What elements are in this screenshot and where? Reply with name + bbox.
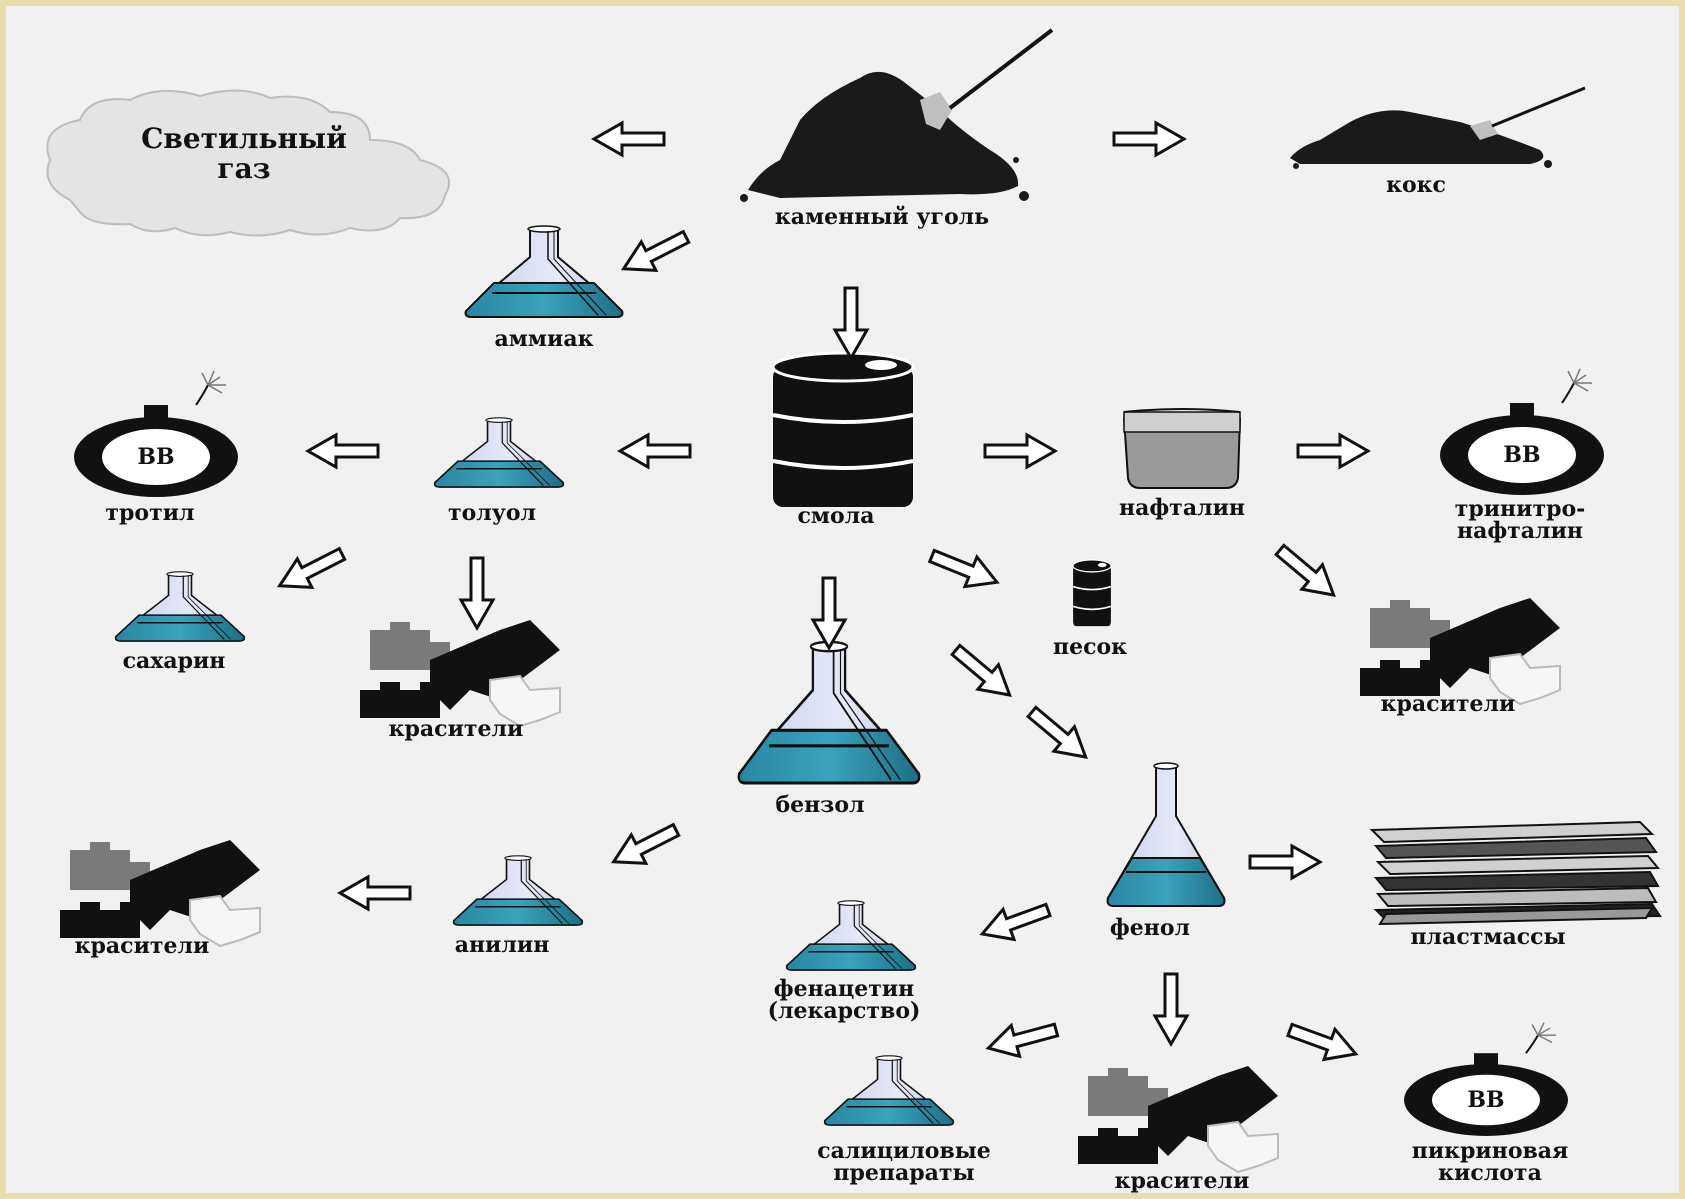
- coal-pile-icon: [740, 28, 1054, 202]
- dyes-icon-naphthalene: [1359, 597, 1561, 705]
- label-gas-line1: Светильный: [141, 122, 347, 155]
- label-phenacetin-line2: (лекарство): [767, 998, 921, 1024]
- label-salicyl-line1: салициловые: [817, 1138, 991, 1164]
- dyes-icon-phenol: [1077, 1065, 1279, 1173]
- tar-barrel-icon: [771, 351, 915, 509]
- bomb-icon-picric: [1403, 1021, 1569, 1137]
- label-aniline: анилин: [454, 932, 550, 958]
- flask-icon-saccharin: [114, 571, 246, 642]
- label-naphthalene: нафталин: [1118, 495, 1246, 521]
- label-phenacetin-line1: фенацетин: [773, 976, 915, 1002]
- plastic-stack-icon: [1369, 820, 1662, 926]
- bomb-icon-trinitronaphthalene: [1439, 368, 1605, 496]
- sand-barrel-icon: [1072, 559, 1112, 627]
- label-tnn-line2: нафталин: [1456, 518, 1584, 544]
- bomb-text-tnt: ВВ: [137, 444, 175, 470]
- label-dyes-phenol: красители: [1114, 1168, 1250, 1194]
- label-gas-line2: газ: [217, 152, 271, 185]
- label-ammonia: аммиак: [494, 326, 594, 352]
- label-dyes-aniline: красители: [74, 933, 210, 959]
- bomb-text-trinitronaphthalene: ВВ: [1503, 442, 1541, 468]
- flask-icon-aniline: [452, 855, 584, 926]
- label-tnn-line1: тринитро-: [1454, 496, 1586, 522]
- label-toluene: толуол: [447, 500, 537, 526]
- label-phenacetin: фенацетин (лекарство): [768, 978, 921, 1022]
- label-trinitronaphthalene: тринитро- нафталин: [1455, 498, 1586, 542]
- label-phenol: фенол: [1109, 915, 1191, 941]
- flask-icon-salicyl: [823, 1055, 955, 1126]
- label-dyes-naphthalene: красители: [1380, 691, 1516, 717]
- label-plastics: пластмассы: [1410, 924, 1566, 950]
- flask-icon-ammonia: [464, 225, 624, 318]
- label-salicyl-line2: препараты: [833, 1160, 975, 1186]
- label-tar: смола: [797, 503, 875, 529]
- flask-icon-phenacetin: [785, 900, 917, 971]
- label-coal: каменный уголь: [774, 204, 990, 230]
- label-coke: кокс: [1386, 172, 1446, 198]
- arrow-icon: [270, 121, 1370, 1071]
- label-picric-line1: пикриновая: [1411, 1138, 1569, 1164]
- dyes-icon-toluene: [359, 619, 561, 727]
- label-saccharin: сахарин: [122, 648, 226, 674]
- label-dyes-toluene: красители: [388, 716, 524, 742]
- label-picric-line2: кислота: [1438, 1160, 1542, 1186]
- flask-icon-phenol: [1106, 762, 1226, 907]
- label-benzene: бензол: [775, 792, 865, 818]
- label-picric: пикриновая кислота: [1412, 1140, 1569, 1184]
- label-tnt: тротил: [105, 500, 195, 526]
- coke-pile-icon: [1290, 86, 1586, 169]
- flask-icon-toluene: [433, 417, 565, 488]
- beaker-icon: [1123, 408, 1241, 489]
- label-sand: песок: [1052, 634, 1128, 660]
- dyes-icon-aniline: [59, 839, 261, 947]
- cloud-icon: [46, 89, 451, 237]
- bomb-icon-tnt: [73, 370, 239, 498]
- bomb-text-picric: ВВ: [1467, 1087, 1505, 1113]
- flask-icon-benzene: [737, 640, 921, 785]
- label-gas: Светильный газ: [141, 124, 347, 184]
- label-salicyl: салициловые препараты: [817, 1140, 991, 1184]
